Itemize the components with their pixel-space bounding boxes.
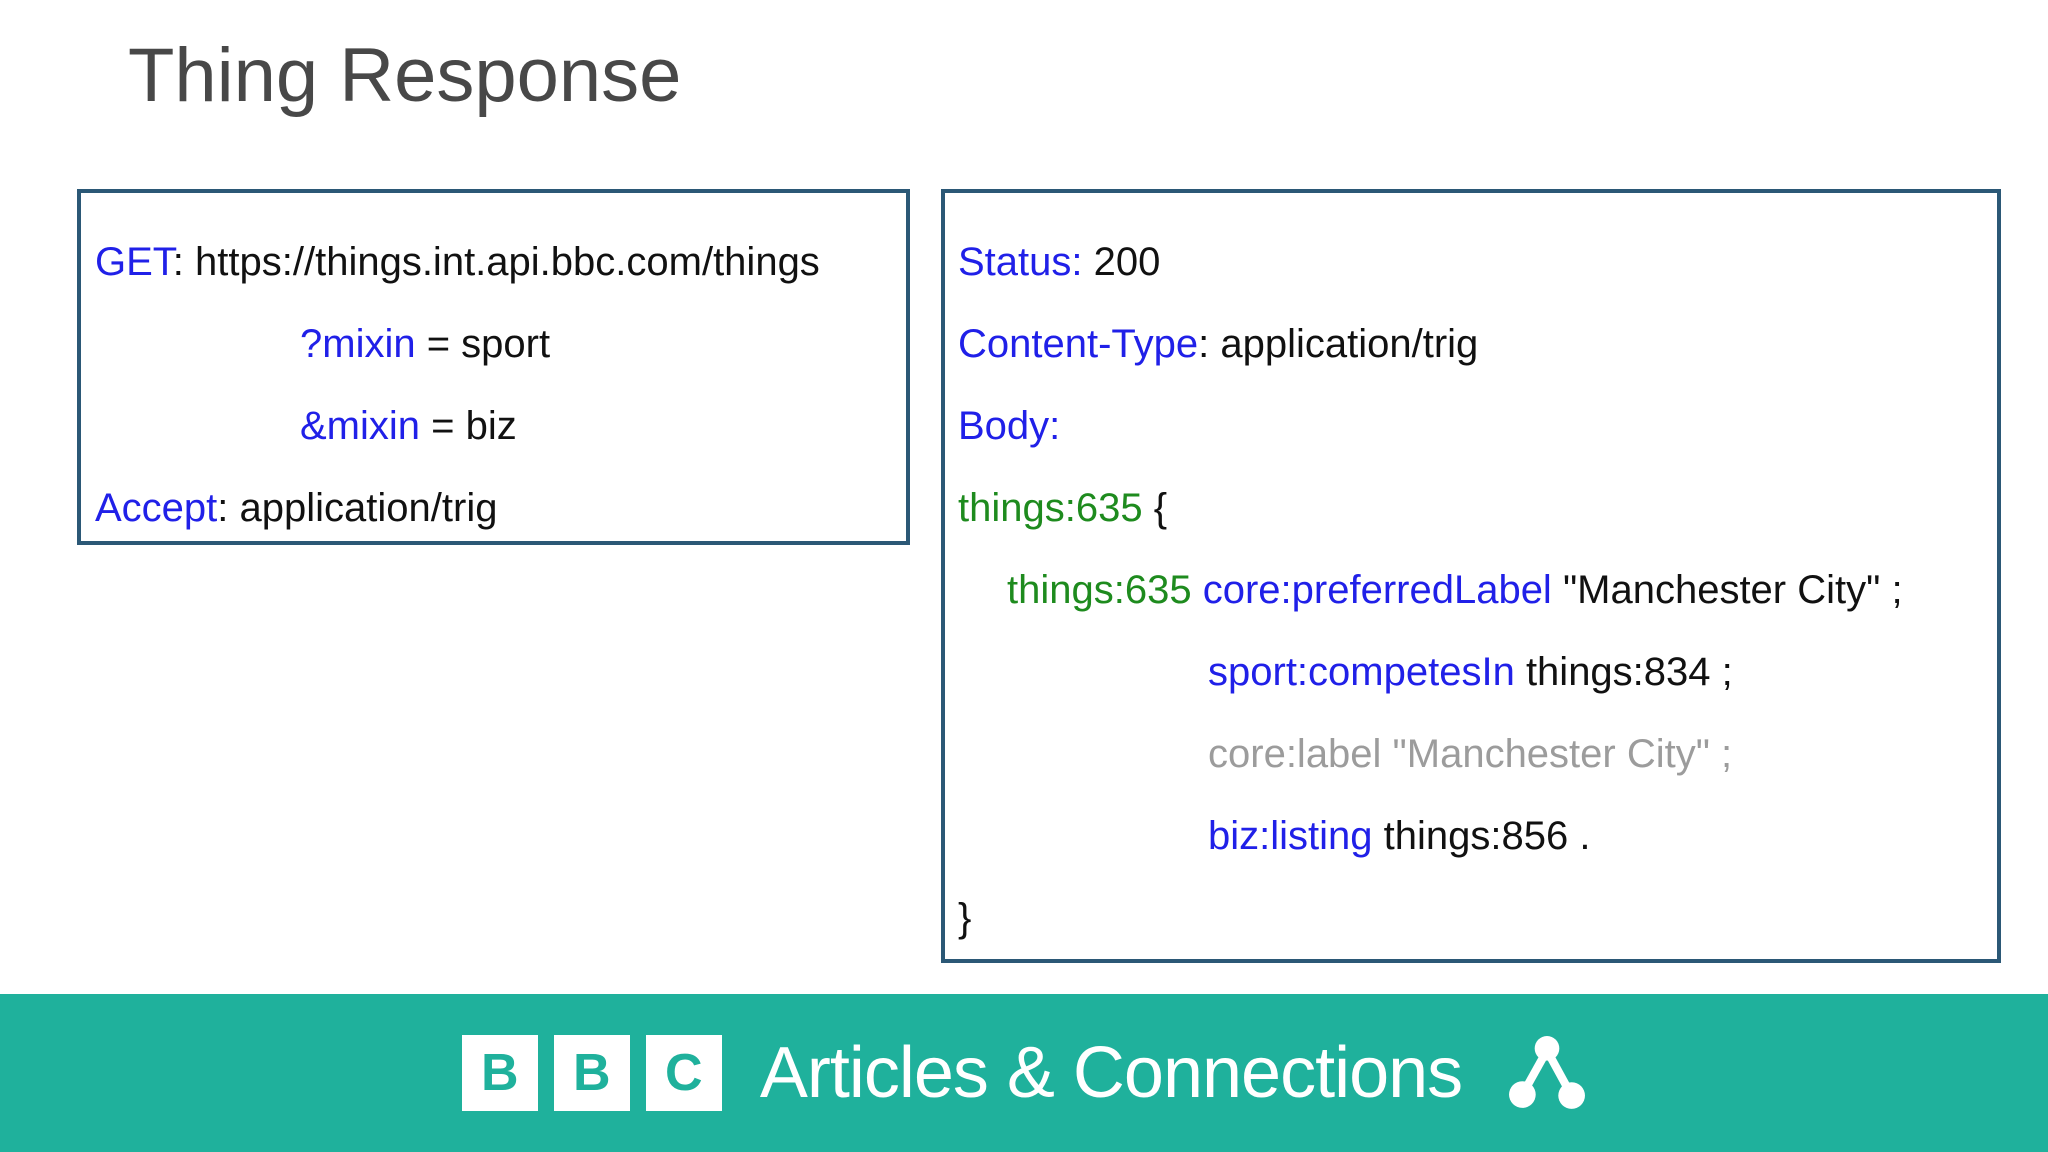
footer-product-label: Articles & Connections xyxy=(759,1033,1463,1113)
code-segment: : application/trig xyxy=(1198,322,1479,366)
code-segment: things:856 . xyxy=(1372,814,1591,858)
code-segment: "Manchester City" ; xyxy=(1551,568,1903,612)
code-segment: things:635 xyxy=(958,486,1143,530)
code-line: biz:listing things:856 . xyxy=(1208,795,1997,877)
code-segment: &mixin xyxy=(300,404,421,448)
code-segment: = biz xyxy=(420,404,517,448)
graph-nodes-icon xyxy=(1509,1036,1586,1109)
bbc-logo-block: B xyxy=(553,1035,630,1111)
code-line: GET: https://things.int.api.bbc.com/thin… xyxy=(95,221,906,303)
bbc-logo-block: C xyxy=(645,1035,722,1111)
code-segment: sport:competesIn xyxy=(1208,650,1515,694)
code-segment: { xyxy=(1142,486,1168,530)
bbc-logo-block: B xyxy=(461,1035,538,1111)
code-segment: biz:listing xyxy=(1208,814,1373,858)
code-line: Accept: application/trig xyxy=(95,467,906,549)
code-line: things:635 { xyxy=(958,467,1997,549)
slide-title: Thing Response xyxy=(128,33,682,118)
bbc-logo: B B C xyxy=(461,1035,722,1111)
code-line: } xyxy=(958,877,1997,959)
code-segment: things:834 ; xyxy=(1514,650,1733,694)
code-line: Content-Type: application/trig xyxy=(958,303,1997,385)
code-segment: : application/trig xyxy=(217,486,498,530)
code-segment: : https://things.int.api.bbc.com/things xyxy=(172,240,820,284)
code-segment: GET xyxy=(95,240,173,284)
code-segment: Accept xyxy=(95,486,218,530)
code-segment xyxy=(1192,568,1203,612)
code-segment: ?mixin xyxy=(300,322,416,366)
code-segment: Status: xyxy=(958,240,1083,284)
code-segment: core:label "Manchester City" ; xyxy=(1208,732,1733,776)
code-line: Body: xyxy=(958,385,1997,467)
code-line: ?mixin = sport xyxy=(300,303,906,385)
code-line: &mixin = biz xyxy=(300,385,906,467)
request-box: GET: https://things.int.api.bbc.com/thin… xyxy=(77,189,910,545)
code-segment: things:635 xyxy=(1007,568,1192,612)
code-segment: Body: xyxy=(958,404,1061,448)
code-line: sport:competesIn things:834 ; xyxy=(1208,631,1997,713)
code-segment: } xyxy=(958,896,972,940)
code-line: Status: 200 xyxy=(958,221,1997,303)
code-line: things:635 core:preferredLabel "Manchest… xyxy=(1007,549,1997,631)
footer-bar: B B C Articles & Connections xyxy=(0,994,2048,1152)
code-segment: 200 xyxy=(1082,240,1161,284)
code-segment: = sport xyxy=(415,322,551,366)
code-segment: core:preferredLabel xyxy=(1202,568,1552,612)
code-line: core:label "Manchester City" ; xyxy=(1208,713,1997,795)
code-segment: Content-Type xyxy=(958,322,1199,366)
